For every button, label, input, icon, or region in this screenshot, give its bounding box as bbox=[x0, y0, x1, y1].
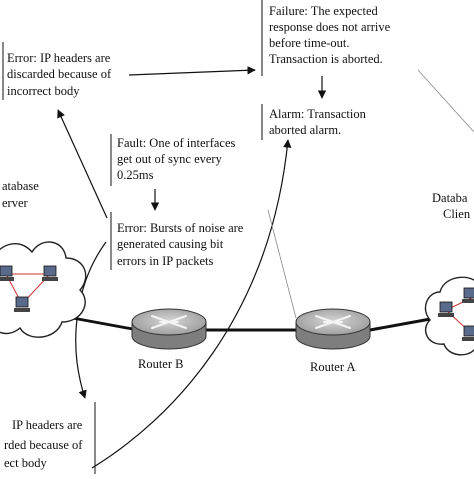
alarm-line-2: aborted alarm. bbox=[269, 123, 341, 137]
failure-box: Failure: The expected response does not … bbox=[261, 0, 391, 76]
router-a-arrows-icon bbox=[315, 315, 351, 329]
fault-line-3: 0.25ms bbox=[117, 168, 154, 182]
error-bottom-line-1: IP headers are bbox=[12, 418, 83, 432]
client-cloud bbox=[424, 276, 474, 356]
client-computer-icon bbox=[462, 325, 474, 341]
fault-line-2: get out of sync every bbox=[117, 152, 223, 166]
failure-line-1: Failure: The expected bbox=[269, 4, 379, 18]
error-bottom-box: IP headers are rded because of ect body bbox=[4, 402, 96, 474]
fault-line-1: Fault: One of interfaces bbox=[117, 136, 235, 150]
arrow-network-to-alarm bbox=[91, 139, 292, 469]
client-computer-icon bbox=[438, 301, 454, 317]
error-top-line-1: Error: IP headers are bbox=[7, 51, 111, 65]
router-b-arrows-icon bbox=[151, 315, 187, 329]
alarm-line-1: Alarm: Transaction bbox=[269, 107, 367, 121]
db-server-label-1: atabase bbox=[2, 179, 39, 193]
bursts-line-1: Error: Bursts of noise are bbox=[117, 221, 244, 235]
fault-box: Fault: One of interfaces get out of sync… bbox=[110, 134, 235, 186]
server-computer-icon bbox=[0, 265, 14, 281]
failure-line-2: response does not arrive bbox=[269, 20, 391, 34]
router-a-label: Router A bbox=[310, 360, 355, 374]
failure-line-3: before time-out. bbox=[269, 36, 350, 50]
bursts-line-3: errors in IP packets bbox=[117, 254, 214, 268]
failure-line-4: Transaction is aborted. bbox=[269, 52, 383, 66]
guide-line-client bbox=[417, 69, 474, 133]
error-bottom-line-2: rded because of bbox=[4, 438, 83, 452]
error-bottom-line-3: ect body bbox=[4, 456, 47, 470]
db-client-label-2: Clien bbox=[443, 207, 471, 221]
bursts-line-2: generated causing bit bbox=[117, 237, 224, 251]
server-computer-icon bbox=[42, 265, 58, 281]
router-b bbox=[131, 308, 207, 350]
error-top-line-3: incorrect body bbox=[7, 84, 80, 98]
link-router-a-to-client bbox=[369, 316, 437, 332]
arrow-error-to-failure bbox=[128, 66, 256, 76]
server-cloud bbox=[0, 241, 87, 338]
guide-line-router bbox=[267, 209, 297, 319]
alarm-box: Alarm: Transaction aborted alarm. bbox=[261, 104, 367, 140]
error-top-box: Error: IP headers are discarded because … bbox=[2, 42, 112, 100]
error-top-line-2: discarded because of bbox=[7, 67, 112, 81]
server-cloud-shape bbox=[0, 241, 87, 338]
client-computer-icon bbox=[462, 287, 474, 303]
db-server-label-2: erver bbox=[2, 196, 29, 210]
db-client-label-1: Databa bbox=[432, 191, 468, 205]
router-a bbox=[295, 308, 371, 350]
server-computer-icon bbox=[14, 296, 30, 312]
arrow-bursts-to-error bbox=[57, 109, 108, 219]
router-b-label: Router B bbox=[138, 357, 183, 371]
bursts-box: Error: Bursts of noise are generated cau… bbox=[110, 212, 244, 270]
